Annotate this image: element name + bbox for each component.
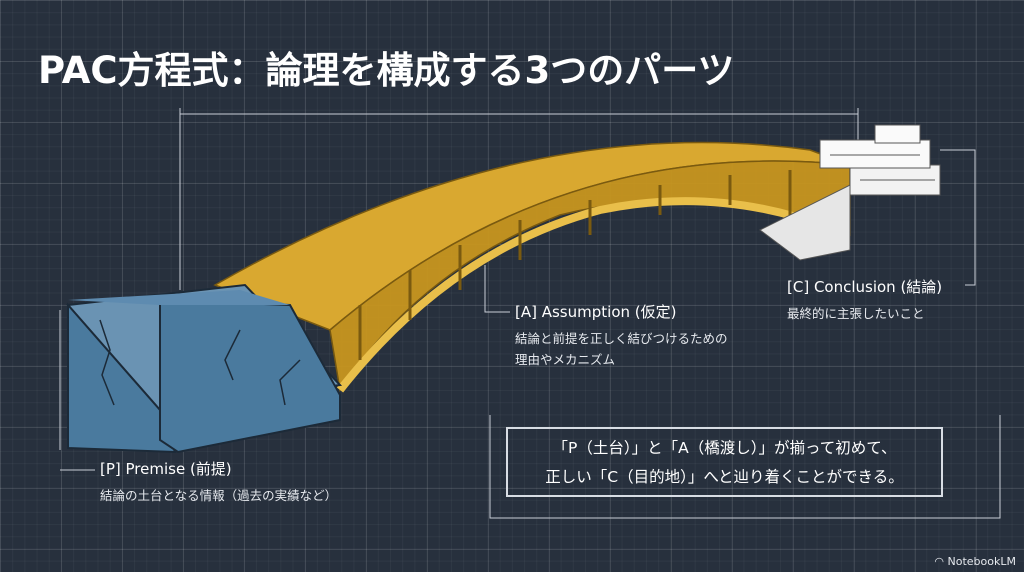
premise-description: 結論の土台となる情報（過去の実績など） bbox=[100, 488, 338, 503]
conclusion-description: 最終的に主張したいこと bbox=[787, 306, 925, 321]
premise-annotation: [P] Premise (前提) 結論の土台となる情報（過去の実績など） bbox=[100, 458, 337, 506]
conclusion-label: [C] Conclusion (結論) bbox=[787, 278, 943, 296]
key-message-line: 正しい「C（目的地）」へと辿り着くことができる。 bbox=[545, 468, 904, 486]
bridge-illustration bbox=[213, 141, 851, 393]
brand-name: NotebookLM bbox=[947, 555, 1016, 568]
key-message-box: 「P（土台）」と「A（橋渡し）」が揃って初めて、 正しい「C（目的地）」へと辿り… bbox=[506, 427, 943, 497]
conclusion-annotation: [C] Conclusion (結論) 最終的に主張したいこと bbox=[787, 276, 942, 324]
assumption-description-line: 結論と前提を正しく結びつけるための bbox=[515, 331, 728, 346]
brand-watermark: ◠ NotebookLM bbox=[934, 555, 1016, 568]
notebooklm-logo-icon: ◠ bbox=[934, 555, 948, 568]
premise-block-illustration bbox=[65, 283, 343, 454]
premise-label: [P] Premise (前提) bbox=[100, 460, 232, 478]
assumption-annotation: [A] Assumption (仮定) 結論と前提を正しく結びつけるための 理由… bbox=[515, 301, 728, 370]
key-message-line: 「P（土台）」と「A（橋渡し）」が揃って初めて、 bbox=[552, 439, 897, 457]
assumption-description-line: 理由やメカニズム bbox=[515, 352, 616, 367]
page-title: PAC方程式：論理を構成する3つのパーツ bbox=[38, 49, 735, 92]
conclusion-building-illustration bbox=[759, 124, 941, 261]
assumption-label: [A] Assumption (仮定) bbox=[515, 303, 677, 321]
dimension-lines bbox=[59, 108, 1001, 519]
